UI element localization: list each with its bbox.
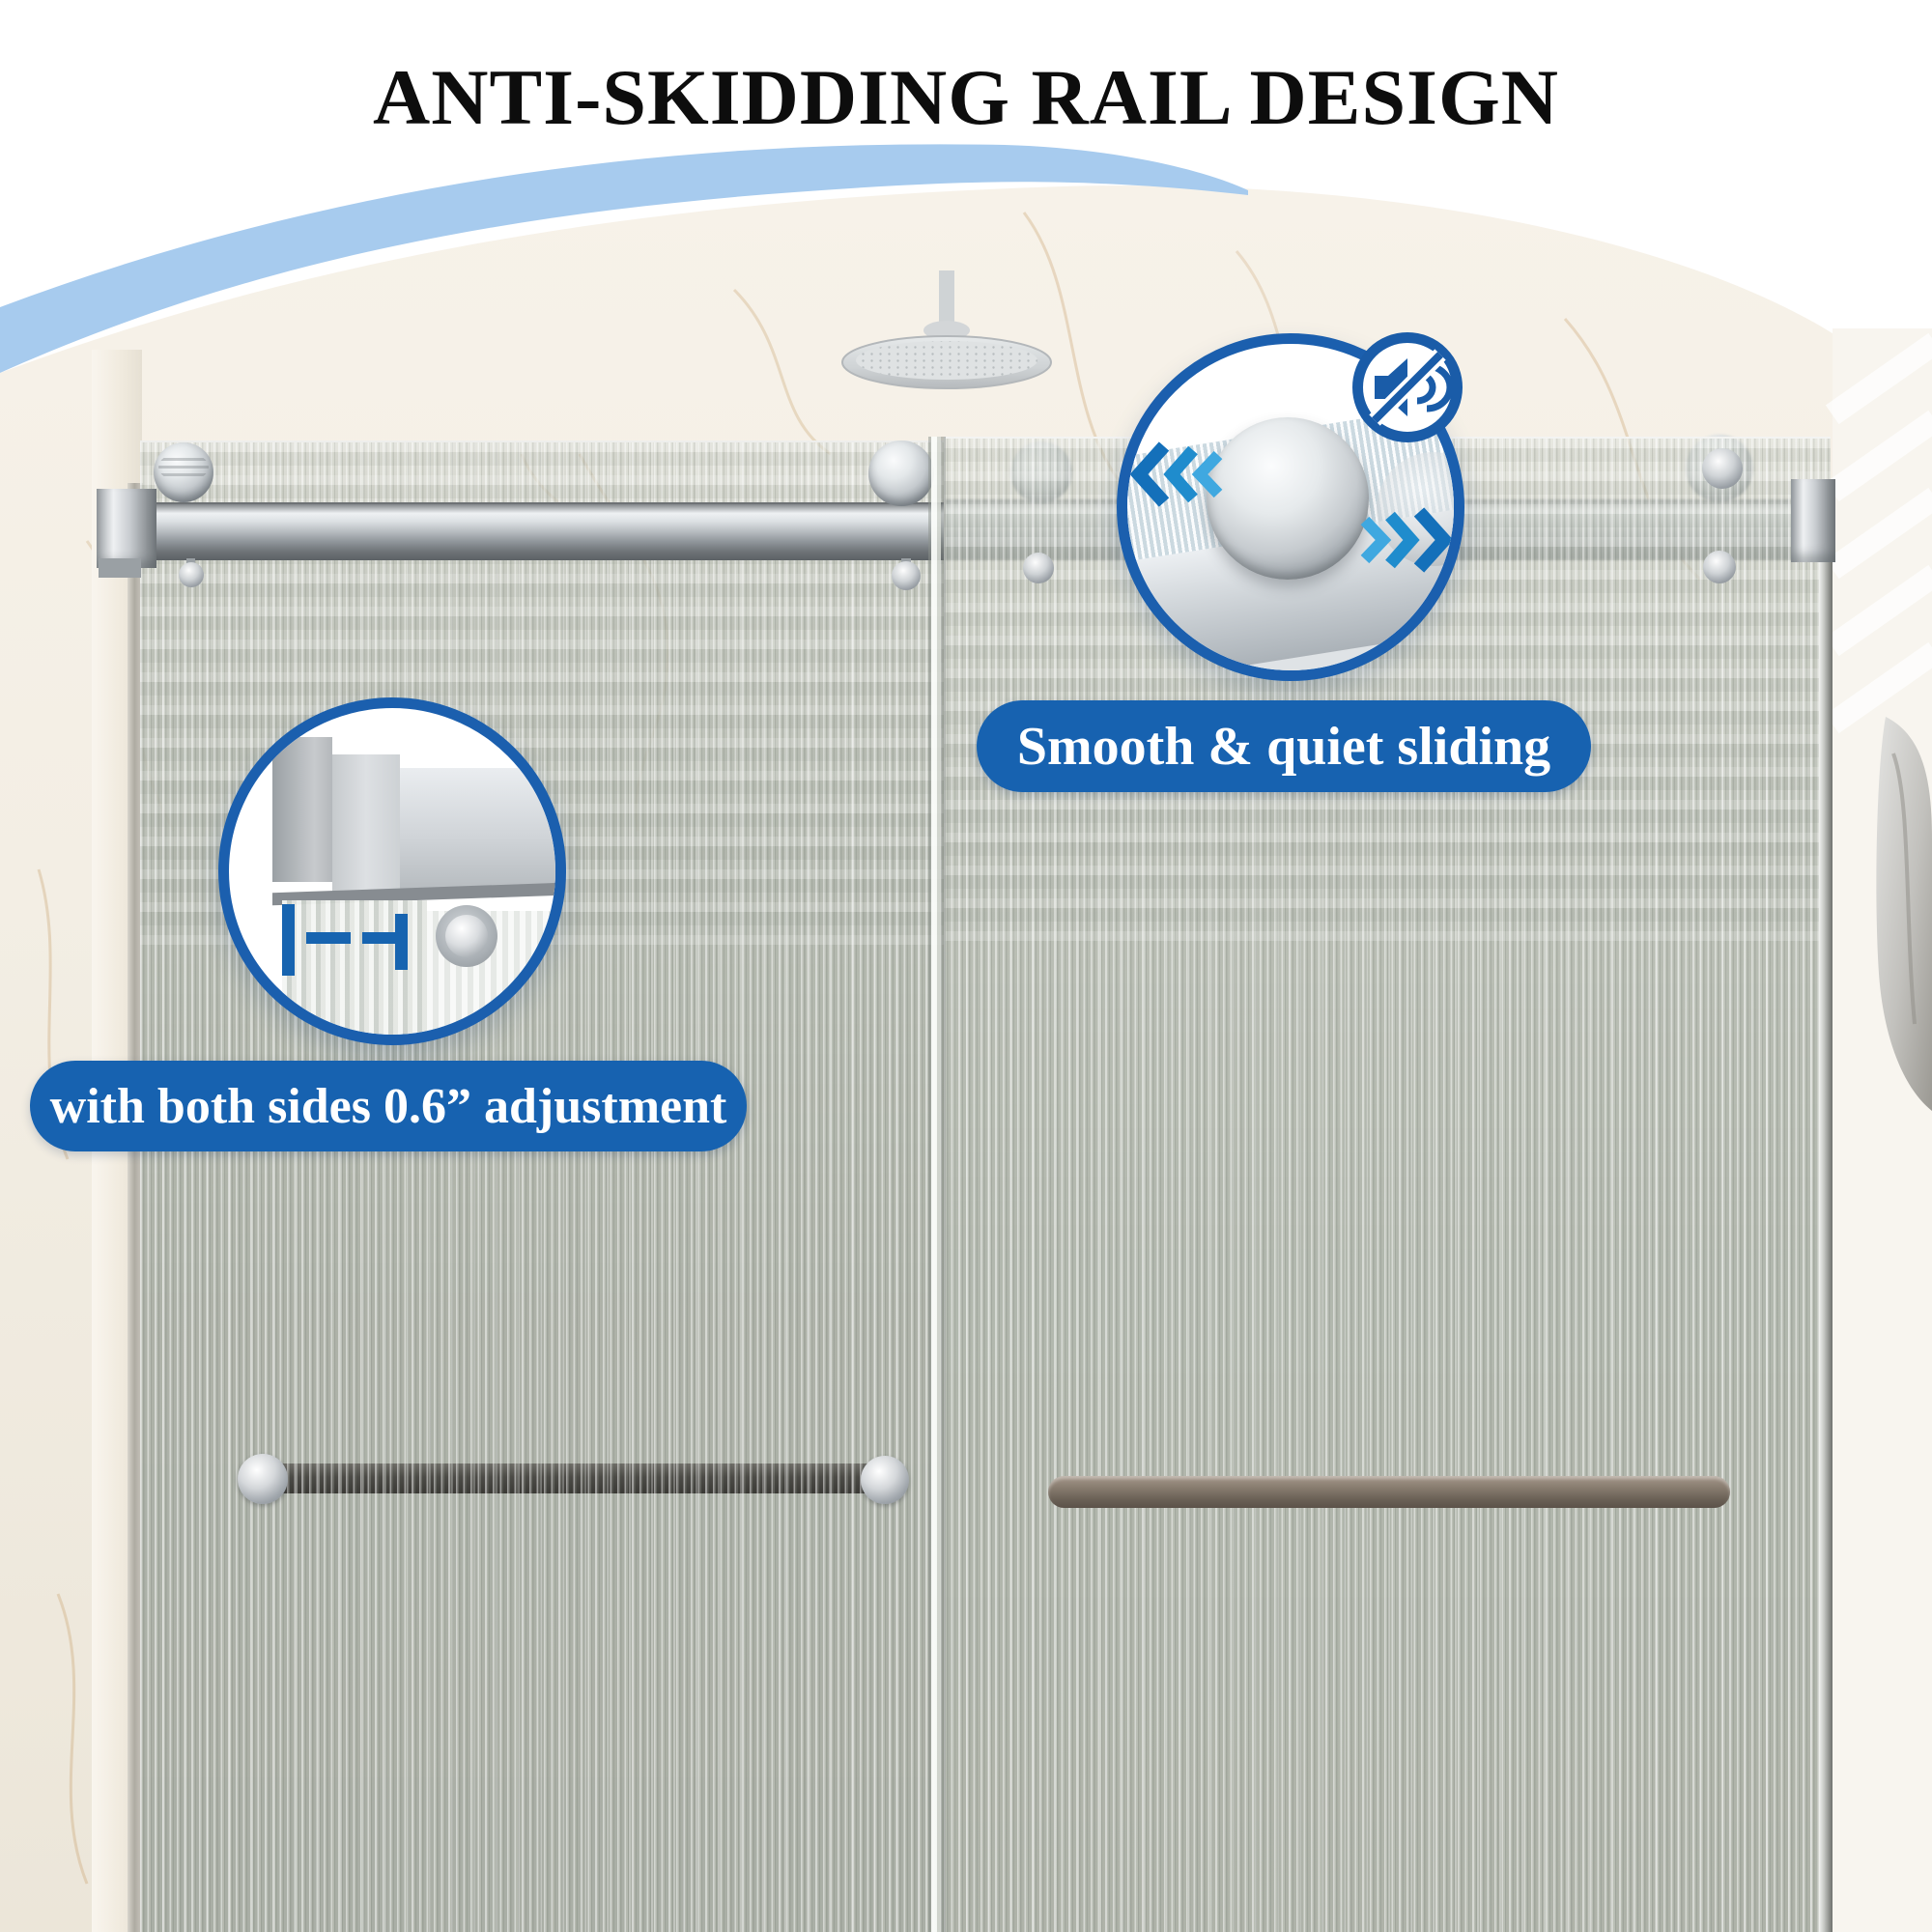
flute-texture [140, 442, 944, 1932]
hanging-towel [1876, 717, 1932, 1111]
closeup-bracket-clamp [332, 754, 400, 895]
towel-bar-front-door [1048, 1476, 1730, 1508]
flute-texture [944, 439, 1831, 1932]
window-light-streaks [1825, 332, 1932, 734]
caption-smooth-quiet-sliding: Smooth & quiet sliding [977, 700, 1591, 792]
wall-bracket-left-lip [99, 558, 141, 578]
caption-text: Smooth & quiet sliding [1016, 716, 1551, 777]
callout-roller-closeup [1117, 333, 1464, 681]
hub-cap-front-right [1702, 448, 1743, 489]
roller-ridges [157, 453, 210, 481]
triple-chevron-right-icon [1360, 507, 1454, 573]
front-door-left-edge [928, 437, 946, 1932]
anti-skid-knob-center [892, 561, 921, 590]
front-door-right-edge [1819, 481, 1833, 1932]
glass-door-front [944, 437, 1831, 1932]
caption-text: with both sides 0.6” adjustment [49, 1078, 727, 1134]
anti-skid-knob-front-right [1703, 551, 1736, 583]
roller-left [154, 442, 213, 502]
closeup-pin [445, 915, 488, 957]
shower-head [841, 270, 1052, 389]
speaker-muted-icon [1352, 332, 1463, 442]
towel-bar-cap-left [238, 1454, 288, 1504]
blue-arc-band [0, 144, 1248, 373]
return-panel-seam [128, 483, 143, 1932]
glass-door-back [140, 440, 944, 1932]
closeup-bracket-block [272, 737, 332, 882]
closeup-rail-bar [400, 768, 555, 894]
roller-center [868, 440, 934, 506]
wall-bracket-left [97, 489, 156, 568]
triple-chevron-left-icon [1129, 441, 1223, 507]
callout-adjustment-closeup [218, 697, 566, 1045]
closeup-roller [1207, 417, 1369, 580]
hub-cap-front-left [1023, 553, 1054, 583]
width-adjustment-icon [282, 904, 408, 976]
wall-bracket-right [1791, 479, 1835, 562]
top-rail [126, 502, 944, 560]
page-title: ANTI-SKIDDING RAIL DESIGN [373, 53, 1559, 141]
anti-skid-knob-left [179, 562, 204, 587]
caption-adjustment: with both sides 0.6” adjustment [30, 1061, 747, 1151]
towel-bar-cap-right [861, 1456, 909, 1504]
